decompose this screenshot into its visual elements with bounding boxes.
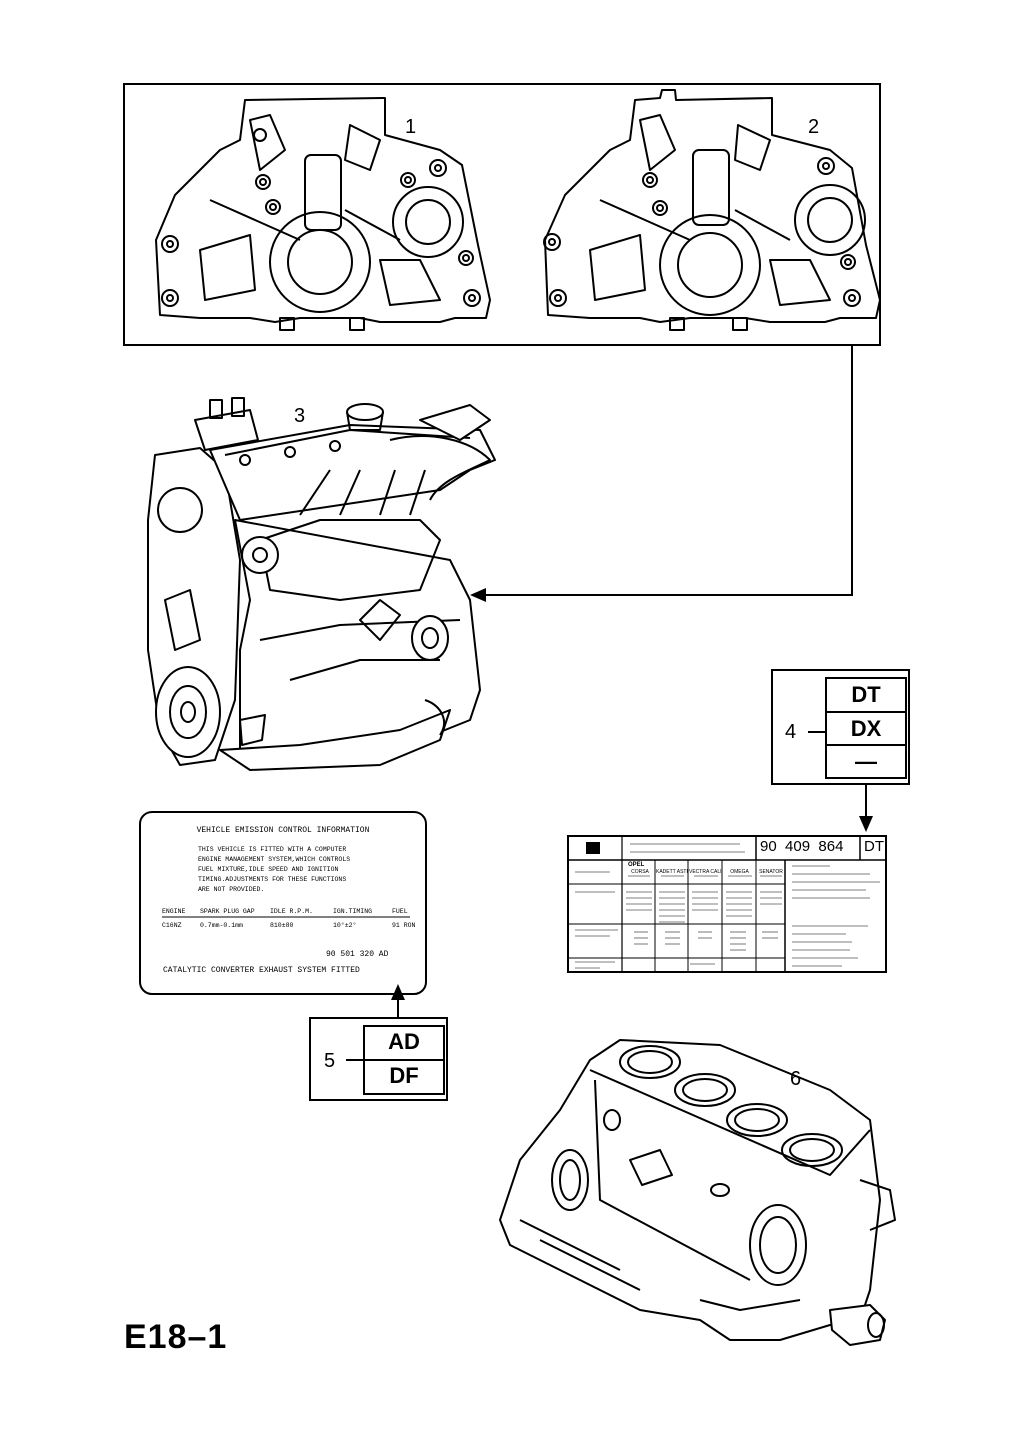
code-box-4-frame bbox=[771, 669, 910, 832]
emission-label-line-4: TIMING.ADJUSTMENTS FOR THESE FUNCTIONS bbox=[198, 876, 347, 883]
callout-2: 2 bbox=[808, 116, 820, 138]
engine-label-model-2: KADETT ASTRA bbox=[656, 869, 688, 875]
emission-label-footer: CATALYTIC CONVERTER EXHAUST SYSTEM FITTE… bbox=[163, 966, 360, 975]
top-frame-box bbox=[123, 83, 881, 346]
engine-label-model-3: VECTRA CALIBRA bbox=[689, 869, 722, 875]
callout-1: 1 bbox=[405, 116, 417, 138]
engine-label-part-number: 90 409 864 bbox=[760, 838, 844, 855]
callout-4: 4 bbox=[785, 721, 797, 743]
engine-id-label-graphic bbox=[567, 835, 887, 973]
page-reference-code: E18–1 bbox=[124, 1318, 228, 1356]
callout-3: 3 bbox=[294, 405, 306, 427]
emission-value-fuel: 91 RON bbox=[392, 922, 416, 929]
emission-header-idle-rpm: IDLE R.P.M. bbox=[270, 908, 313, 915]
bare-cylinder-block-illustration bbox=[499, 1039, 896, 1346]
emission-label-line-5: ARE NOT PROVIDED. bbox=[198, 886, 265, 893]
emission-header-ign-timing: IGN.TIMING bbox=[333, 908, 373, 915]
emission-value-idle-rpm: 810±80 bbox=[270, 922, 294, 929]
emission-header-spark-plug-gap: SPARK PLUG GAP bbox=[200, 908, 255, 915]
emission-label-part-number: 90 501 320 AD bbox=[326, 950, 389, 959]
engine-label-model-4: OMEGA bbox=[730, 869, 749, 875]
engine-label-model-5: SENATOR bbox=[759, 869, 783, 875]
code-box-5-row-2: DF bbox=[389, 1063, 419, 1088]
engine-label-code: DT bbox=[864, 838, 884, 855]
engine-label-brand: OPEL bbox=[628, 862, 645, 868]
emission-label-line-2: ENGINE MANAGEMENT SYSTEM,WHICH CONTROLS bbox=[198, 856, 351, 863]
cylinder-block-end-view-2 bbox=[543, 89, 881, 331]
callout-5: 5 bbox=[324, 1050, 336, 1072]
code-box-5-frame bbox=[309, 984, 448, 1101]
engine-label-model-1: CORSA bbox=[631, 869, 649, 875]
code-box-5-row-1: AD bbox=[388, 1029, 420, 1054]
emission-value-spark-plug-gap: 0.7mm-0.1mm bbox=[200, 922, 243, 929]
emission-label-line-3: FUEL MIXTURE,IDLE SPEED AND IGNITION bbox=[198, 866, 339, 873]
cylinder-block-end-view-1 bbox=[155, 97, 491, 331]
emission-value-engine: C16NZ bbox=[162, 922, 182, 929]
emission-header-fuel: FUEL bbox=[392, 908, 408, 915]
emission-label-title: VEHICLE EMISSION CONTROL INFORMATION bbox=[196, 826, 370, 835]
code-box-4-row-1: DT bbox=[851, 682, 881, 707]
callout-6: 6 bbox=[790, 1068, 802, 1090]
code-box-4-row-2: DX bbox=[850, 716, 882, 741]
engine-assembly-illustration bbox=[147, 397, 496, 771]
emission-label-line-1: THIS VEHICLE IS FITTED WITH A COMPUTER bbox=[198, 846, 347, 853]
code-box-4-row-3: — bbox=[855, 749, 877, 774]
emission-label-frame bbox=[139, 811, 427, 995]
connector-arrow-to-engine bbox=[470, 345, 853, 602]
emission-header-engine: ENGINE bbox=[162, 908, 186, 915]
emission-value-ign-timing: 10°±2° bbox=[333, 922, 357, 929]
